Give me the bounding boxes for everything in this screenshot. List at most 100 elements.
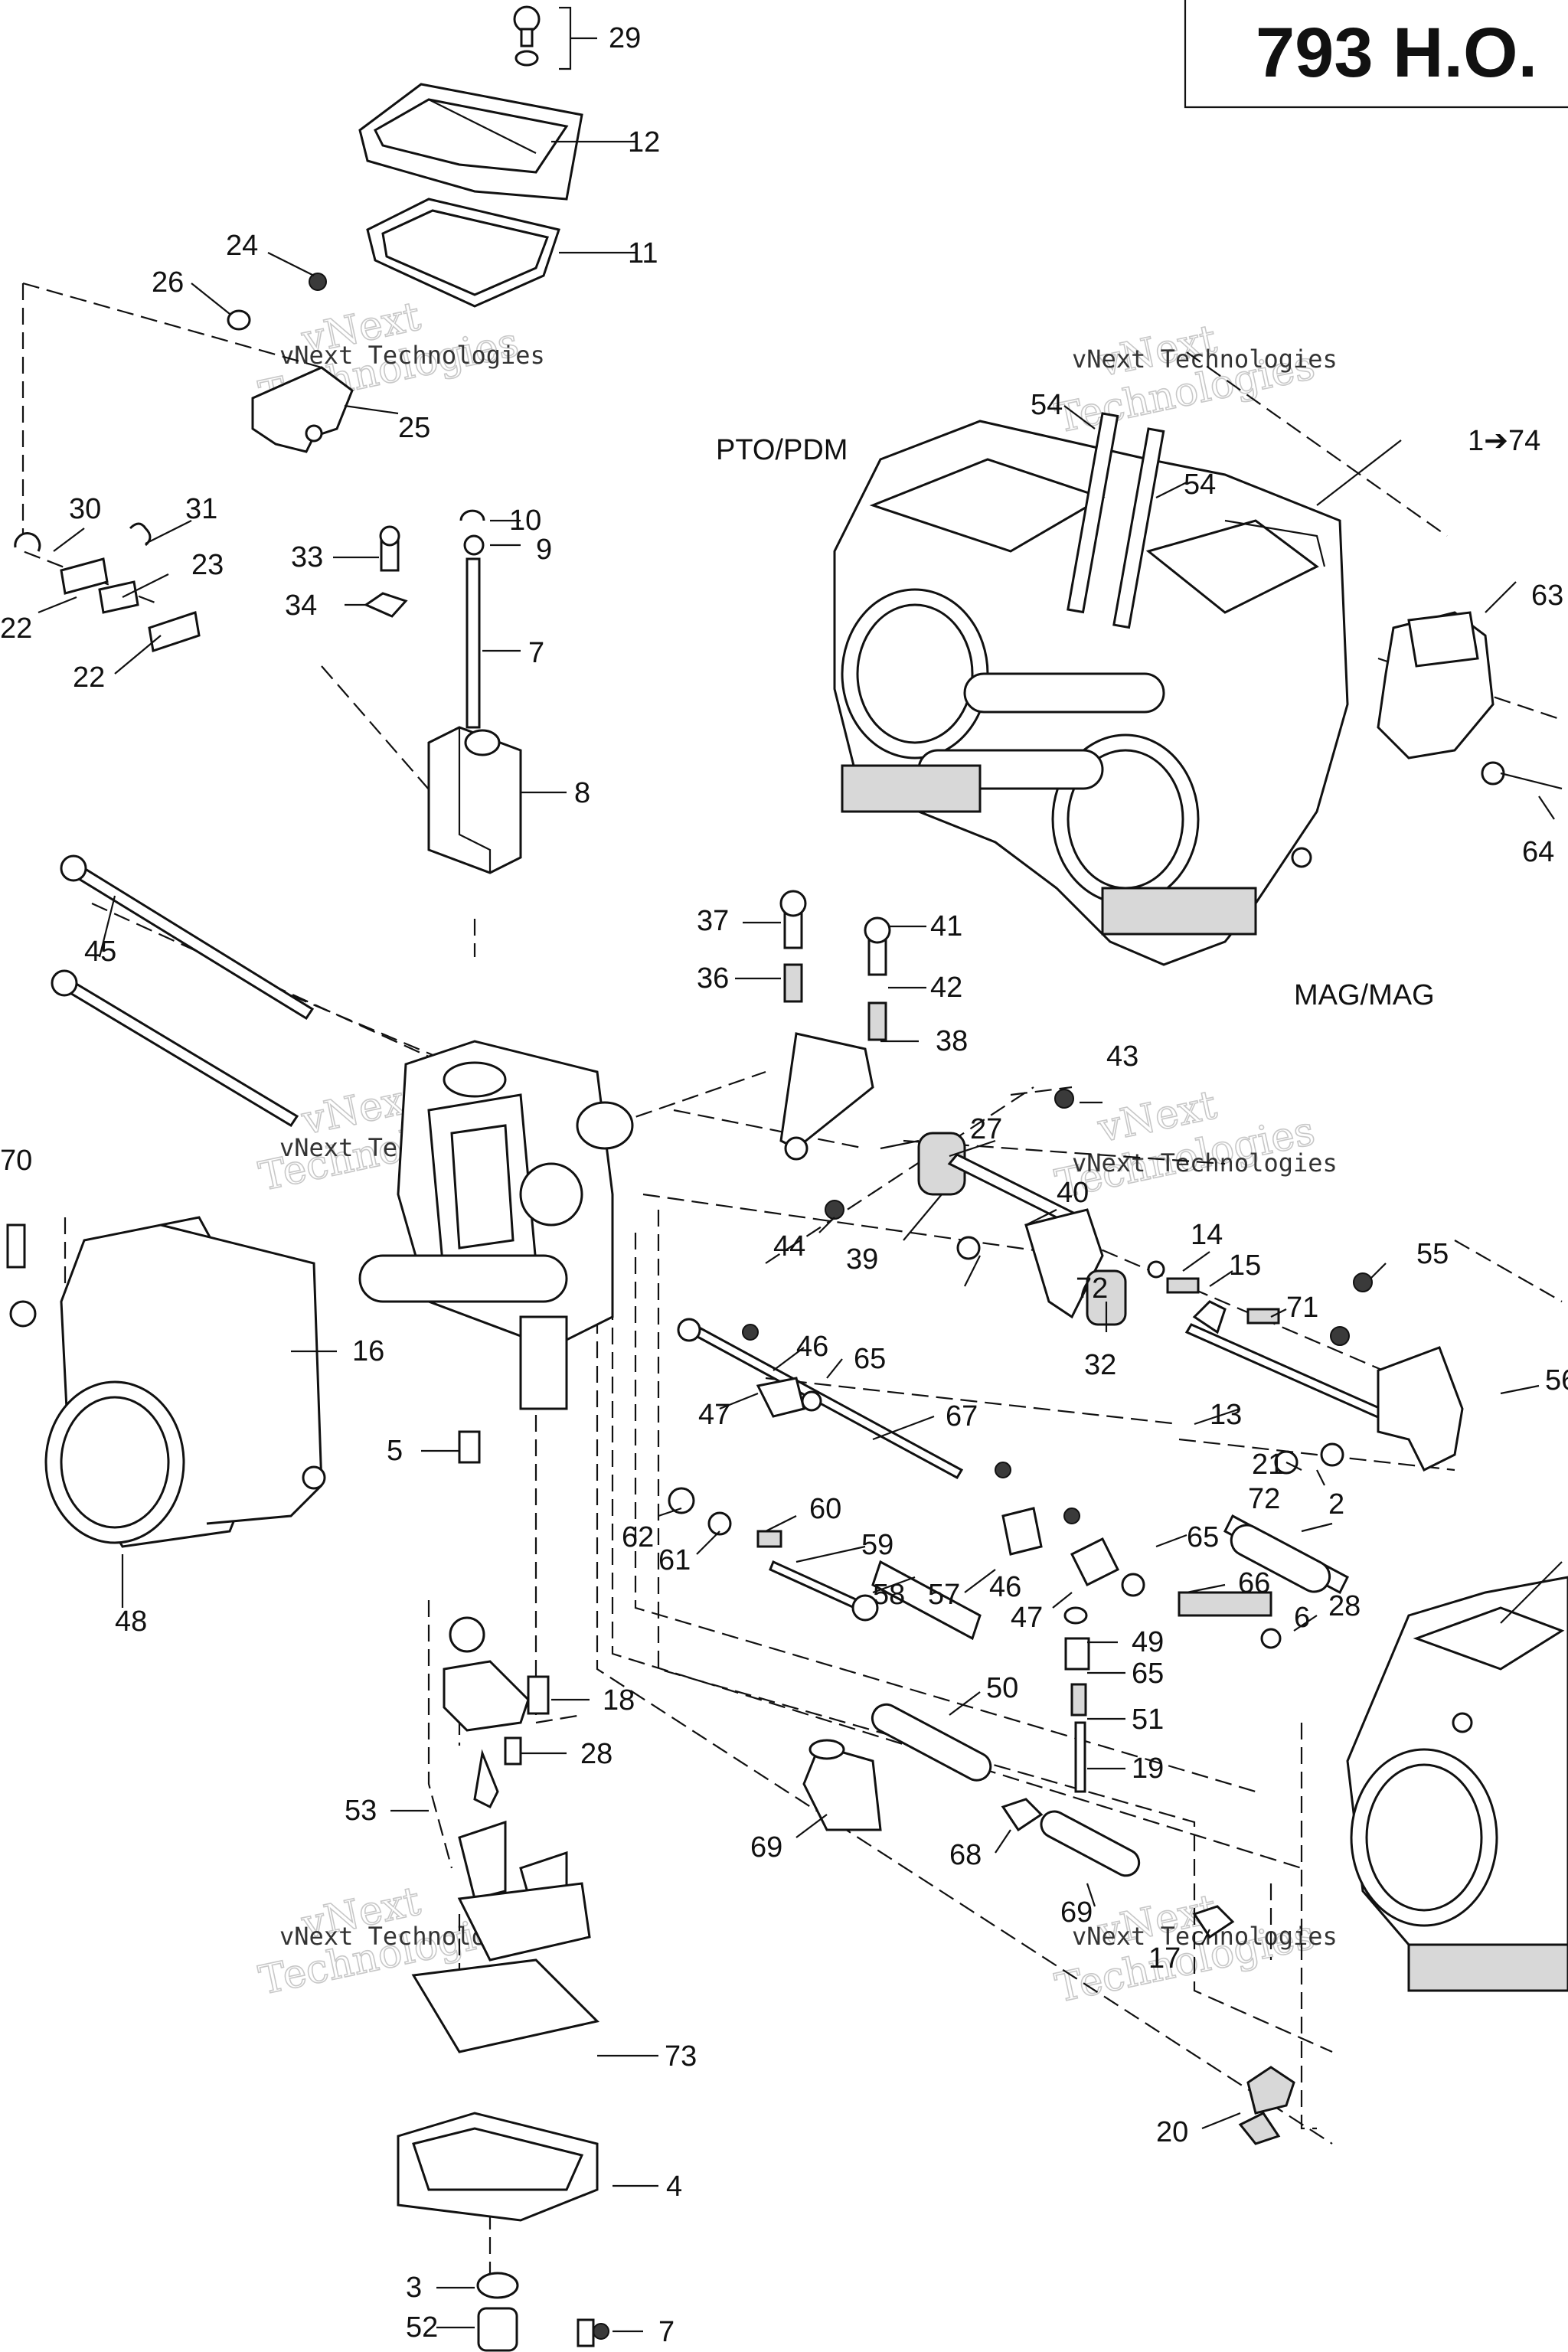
callout-67: 67 (946, 1400, 978, 1432)
callout-36: 36 (697, 962, 729, 995)
callout-54: 54 (1031, 389, 1063, 421)
callout-69: 69 (1060, 1896, 1093, 1929)
carburetor-assembly-top-right (833, 412, 1563, 966)
linkage-22-23-30-31 (14, 522, 201, 652)
bracket-25 (227, 273, 354, 453)
callout-52: 52 (406, 2311, 438, 2344)
callout-54: 54 (1184, 469, 1216, 501)
slide-8 (427, 726, 522, 874)
callout-18: 18 (603, 1684, 635, 1717)
intake-cover-2 (6, 1216, 326, 1548)
gasket-11 (366, 198, 560, 308)
callout-17: 17 (1148, 1942, 1181, 1975)
callout-44: 44 (773, 1230, 805, 1263)
leader-lines (38, 6, 1555, 2333)
callout-63: 63 (1531, 580, 1563, 612)
cover-12 (358, 83, 583, 201)
callout-20: 20 (1156, 2116, 1188, 2148)
throttle-linkage (779, 890, 1127, 1326)
callout-28: 28 (1328, 1590, 1361, 1622)
callout-39: 39 (846, 1243, 878, 1276)
plug-73 (1246, 2066, 1295, 2115)
parts-top (14, 5, 583, 874)
callout-24: 24 (226, 230, 258, 262)
callout-5: 5 (387, 1435, 403, 1467)
callout-68: 68 (949, 1839, 982, 1871)
callout-57: 57 (928, 1579, 960, 1611)
fuel-tee-and-hoses (577, 1524, 1331, 2347)
callout-11: 11 (628, 237, 658, 270)
pto-label: PTO/PDM (716, 434, 848, 466)
callout-29: 29 (609, 22, 641, 54)
callout-40: 40 (1057, 1177, 1089, 1209)
callout-53: 53 (345, 1795, 377, 1827)
callout-65: 65 (854, 1343, 886, 1375)
mag-label: MAG/MAG (1294, 979, 1435, 1011)
callout-12: 12 (628, 126, 660, 158)
callout-60: 60 (809, 1493, 841, 1525)
callout-50: 50 (986, 1672, 1018, 1704)
group-labels: PTO/PDM MAG/MAG 1➔74 (716, 425, 1540, 1011)
watermark-small: vNext Technologies (1072, 345, 1338, 374)
watermark-small: vNext Technologies (279, 341, 545, 370)
callout-25: 25 (398, 412, 430, 444)
callout-41: 41 (930, 910, 962, 942)
callout-28: 28 (580, 1738, 612, 1770)
right-linkage (1147, 1260, 1464, 1475)
callout-27: 27 (970, 1113, 1002, 1145)
callout-46: 46 (796, 1331, 828, 1363)
callout-22: 22 (0, 612, 32, 645)
callout-72: 72 (1248, 1483, 1280, 1515)
callout-7: 7 (658, 2316, 675, 2348)
callout-51: 51 (1132, 1704, 1164, 1736)
callout-70: 70 (0, 1145, 32, 1177)
callout-34: 34 (285, 590, 317, 622)
callout-43: 43 (1106, 1040, 1138, 1073)
callout-71: 71 (1286, 1292, 1318, 1324)
callout-31: 31 (185, 493, 217, 525)
callout-15: 15 (1229, 1250, 1261, 1282)
callout-61: 61 (658, 1544, 691, 1576)
callout-13: 13 (1210, 1399, 1242, 1431)
callout-69: 69 (750, 1831, 782, 1864)
callout-23: 23 (191, 549, 224, 581)
needle-7 (466, 557, 481, 729)
callout-9: 9 (536, 534, 552, 566)
callout-42: 42 (930, 972, 962, 1004)
callout-38: 38 (936, 1025, 968, 1057)
callout-66: 66 (1238, 1567, 1270, 1599)
callout-10: 10 (509, 505, 541, 537)
callout-59: 59 (861, 1529, 893, 1561)
callout-55: 55 (1416, 1238, 1449, 1270)
callout-47: 47 (698, 1399, 730, 1431)
callout-7: 7 (528, 637, 544, 669)
callout-46: 46 (989, 1571, 1021, 1603)
callout-65: 65 (1132, 1658, 1164, 1690)
callout-48: 48 (115, 1606, 147, 1638)
callout-30: 30 (69, 493, 101, 525)
title-box: 793 H.O. (1184, 0, 1568, 109)
callout-49: 49 (1132, 1626, 1164, 1658)
callout-33: 33 (291, 541, 323, 573)
long-bolts-45 (51, 854, 315, 1128)
callout-22: 22 (73, 662, 105, 694)
callout-4: 4 (666, 2171, 682, 2203)
callout-58: 58 (873, 1579, 905, 1611)
callout-45: 45 (84, 936, 116, 968)
callout-72: 72 (1076, 1272, 1108, 1305)
carburetor-assembly-bottom-right (1346, 1561, 1568, 1992)
callout-14: 14 (1191, 1219, 1223, 1251)
clip-10-9 (459, 509, 485, 556)
callout-19: 19 (1132, 1753, 1164, 1785)
callout-8: 8 (574, 777, 590, 809)
float-parts (397, 1430, 609, 2352)
callout-2: 2 (1328, 1488, 1344, 1521)
page-title: 793 H.O. (1256, 14, 1537, 92)
callout-65: 65 (1187, 1521, 1219, 1553)
callout-26: 26 (152, 266, 184, 299)
callout-32: 32 (1084, 1349, 1116, 1381)
callout-37: 37 (697, 905, 729, 937)
callout-21: 21 (1252, 1449, 1284, 1481)
